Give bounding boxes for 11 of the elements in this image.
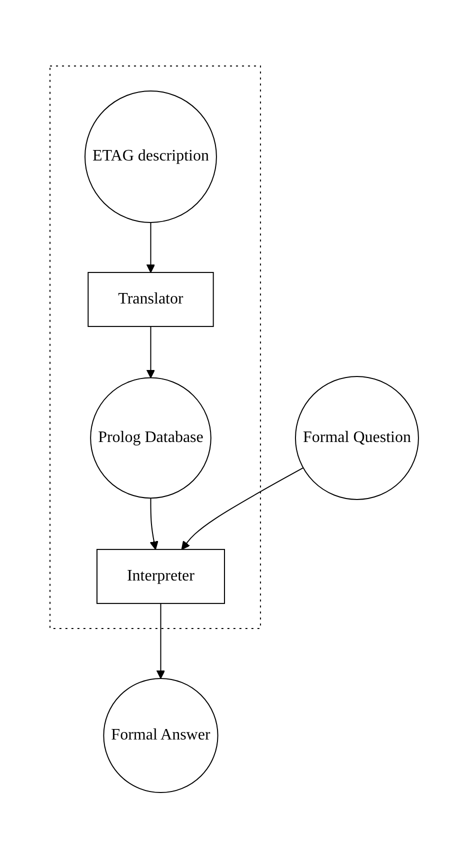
arrow [146, 222, 155, 273]
arrow [149, 497, 158, 550]
arrow [156, 602, 165, 679]
node-box: Interpreter [96, 548, 225, 604]
node-circle: Prolog Database [90, 377, 212, 498]
arrow [146, 326, 155, 378]
node-box: Translator [87, 272, 214, 327]
arrow [181, 467, 304, 550]
node-circle: ETAG description [84, 90, 217, 223]
node-circle: Formal Answer [102, 678, 218, 793]
node-circle: Formal Question [294, 376, 419, 500]
